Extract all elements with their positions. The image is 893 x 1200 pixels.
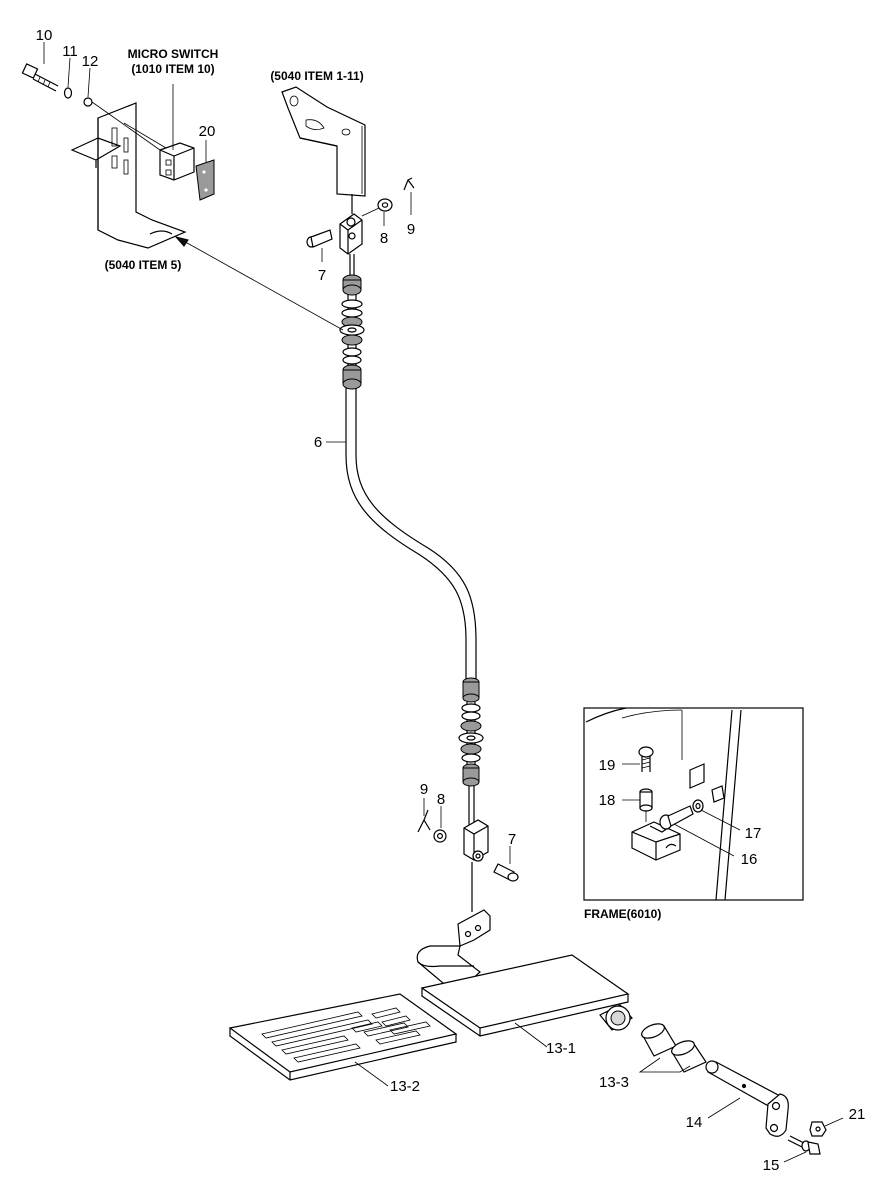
washer-8-top <box>361 198 393 217</box>
bolt-15 <box>787 1135 821 1155</box>
callout-17: 17 <box>745 825 762 842</box>
mat-13-2 <box>228 993 458 1081</box>
washer-11 <box>63 87 73 99</box>
bolt-10 <box>21 63 59 92</box>
callout-7-mid: 7 <box>508 831 516 848</box>
pin-7-top <box>306 229 333 248</box>
pin-7-mid <box>493 863 519 882</box>
callout-9-mid: 9 <box>420 781 428 798</box>
callout-6: 6 <box>314 434 322 451</box>
washer-17 <box>692 799 704 813</box>
callout-20: 20 <box>199 123 216 140</box>
plate-20 <box>195 159 215 201</box>
callout-18: 18 <box>599 792 616 809</box>
upper-bracket-ref-caption: (5040 ITEM 1-11) <box>270 69 363 83</box>
callout-12: 12 <box>82 53 99 70</box>
micro-switch-bracket <box>21 42 215 249</box>
callout-8-mid: 8 <box>437 791 445 808</box>
spacer-18 <box>639 788 653 812</box>
callout-8-top: 8 <box>380 230 388 247</box>
pivot-shaft-14 <box>705 1060 789 1137</box>
nut-21 <box>809 1121 827 1137</box>
washer-12 <box>83 97 93 107</box>
bolt-16 <box>659 805 694 830</box>
split-pin-9-mid <box>417 809 431 833</box>
callout-13-3: 13-3 <box>599 1074 629 1091</box>
callout-13-1: 13-1 <box>546 1040 576 1057</box>
inset-frame-caption: FRAME(6010) <box>584 907 661 921</box>
callout-10: 10 <box>36 27 53 44</box>
callout-11: 11 <box>62 43 78 60</box>
micro-switch-ref-caption: (1010 ITEM 10) <box>131 62 214 76</box>
micro-switch-caption: MICRO SWITCH <box>128 47 219 61</box>
callout-19: 19 <box>599 757 616 774</box>
screw-19 <box>638 746 654 772</box>
callout-7-top: 7 <box>318 267 326 284</box>
callout-16: 16 <box>741 851 758 868</box>
routing-arrow <box>174 236 344 331</box>
bushing-13-3 <box>638 1023 707 1073</box>
callout-9-top: 9 <box>407 221 415 238</box>
washer-8-mid <box>433 829 447 843</box>
upper-bracket <box>281 86 366 197</box>
inset-frame-6010 <box>583 707 804 901</box>
split-pin-9-top <box>403 177 415 191</box>
lower-clevis <box>463 819 489 912</box>
callout-14: 14 <box>686 1114 703 1131</box>
callout-21: 21 <box>849 1106 866 1123</box>
callout-15: 15 <box>763 1157 780 1174</box>
stop-block <box>631 821 681 861</box>
control-cable-6 <box>339 254 484 826</box>
callout-13-2: 13-2 <box>390 1078 420 1095</box>
upper-clevis <box>339 194 363 255</box>
micro-switch <box>159 84 195 181</box>
pedal-13-1 <box>420 954 633 1037</box>
left-bracket-ref-caption: (5040 ITEM 5) <box>105 258 182 272</box>
